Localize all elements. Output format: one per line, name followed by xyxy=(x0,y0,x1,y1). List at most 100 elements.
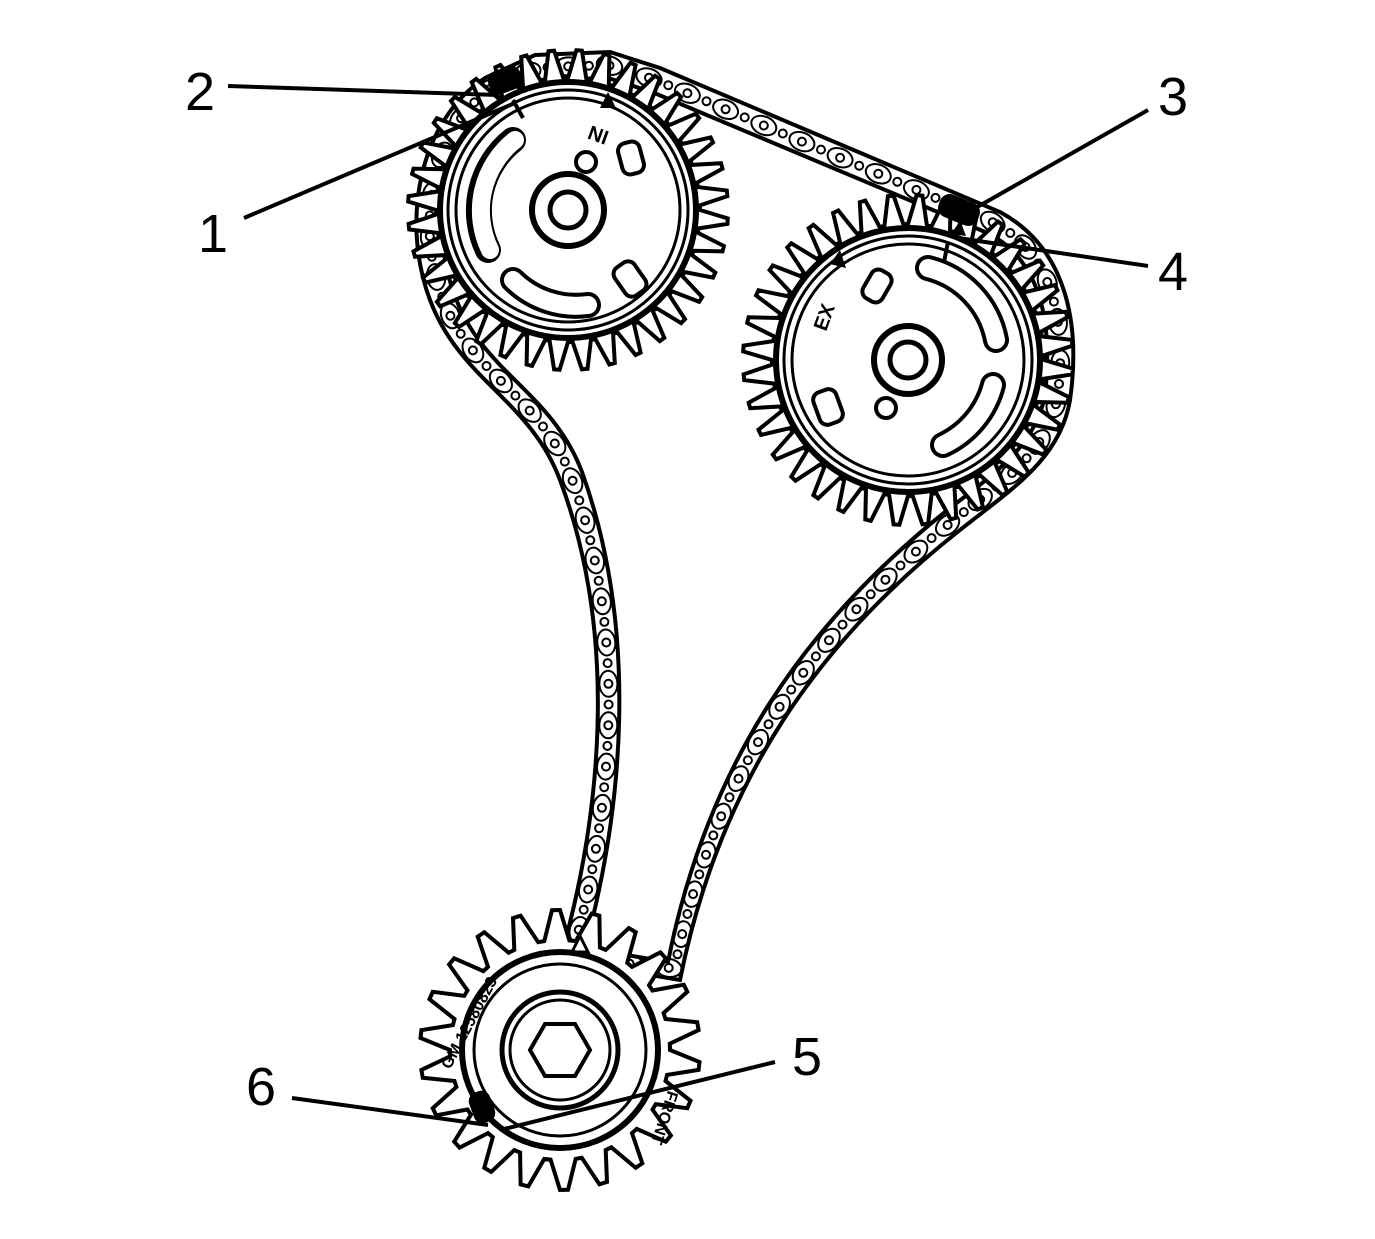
chain-link-plate xyxy=(903,539,929,564)
chain-link-plate xyxy=(561,467,584,495)
chain-link-pin xyxy=(865,589,876,600)
chain-link-pin xyxy=(739,112,750,123)
chain-link-pin xyxy=(708,830,719,841)
chain-link-pin xyxy=(810,651,821,662)
chain-link-pin xyxy=(549,438,560,449)
chain-link-pin xyxy=(596,596,607,607)
chain-link-pin xyxy=(758,120,769,131)
chain-link-pin xyxy=(602,658,613,669)
chain-link-pin xyxy=(602,740,613,751)
chain-link-pin xyxy=(524,405,535,416)
chain-link-plate xyxy=(817,627,841,653)
chain-link-pin xyxy=(596,802,607,813)
leader-line-4 xyxy=(957,236,1149,268)
chain-link-pin xyxy=(837,619,848,630)
chain-link-pin xyxy=(701,96,712,107)
chain-link-plate xyxy=(746,728,770,756)
chain-link-plate xyxy=(844,596,869,622)
colored-link-exhaust xyxy=(938,194,980,226)
chain-link-pin xyxy=(590,843,601,854)
chain-link-pin xyxy=(895,560,906,571)
chain-link-plate xyxy=(727,765,750,792)
chain-link-pin xyxy=(796,136,807,147)
chain-link-pin xyxy=(587,864,598,875)
chain-link-pin xyxy=(911,184,922,195)
chain-link-pin xyxy=(910,546,921,557)
chain-link-plate xyxy=(710,802,732,830)
chain-link-plate xyxy=(695,841,717,869)
chain-link-plate xyxy=(791,660,815,686)
chain-link-pin xyxy=(677,929,688,940)
callout-5: 5 xyxy=(792,1027,822,1087)
chain-link-pin xyxy=(816,144,826,155)
crankshaft-sprocket: GM 12580823 FRONT xyxy=(418,907,702,1193)
chain-link-pin xyxy=(445,310,456,321)
chain-link-pin xyxy=(733,773,744,784)
chain-link-pin xyxy=(786,684,797,695)
chain-link-plate xyxy=(864,163,892,185)
callout-labels: 1 2 3 4 5 6 xyxy=(185,62,1188,1117)
chain-link-plate xyxy=(591,587,612,616)
chain-link-pin xyxy=(510,390,521,401)
chain-link-plate xyxy=(902,179,930,201)
leader-line-3 xyxy=(971,108,1149,212)
colored-link-intake xyxy=(487,65,523,95)
chain-link-plate xyxy=(543,430,567,457)
intake-camshaft-sprocket: IN xyxy=(406,48,730,372)
chain-link-pin xyxy=(603,678,614,689)
chain-link-plate xyxy=(598,669,619,698)
callout-1: 1 xyxy=(198,204,228,264)
chain-link-plate xyxy=(517,398,542,423)
callout-6: 6 xyxy=(246,1057,276,1117)
chain-link-plate xyxy=(712,98,740,121)
chain-link-pin xyxy=(663,80,674,91)
chain-link-pin xyxy=(599,782,610,793)
chain-link-pin xyxy=(538,421,548,432)
chain-link-plate xyxy=(595,752,617,781)
colored-link-crank xyxy=(468,1090,496,1124)
chain-link-pin xyxy=(694,869,705,880)
chain-link-plate xyxy=(577,875,599,904)
chain-link-pin xyxy=(585,535,596,546)
chain-link-pin xyxy=(926,533,937,544)
chain-link-pin xyxy=(880,574,891,585)
chain-link-pin xyxy=(603,699,614,710)
chain-link-pin xyxy=(682,909,693,919)
chain-link-pin xyxy=(578,904,589,915)
chain-link-pin xyxy=(892,176,903,187)
chain-link-plate xyxy=(768,693,791,720)
chain-link-pin xyxy=(930,192,941,203)
chain-link-pin xyxy=(672,949,683,960)
leader-line-2 xyxy=(227,84,499,97)
callout-3: 3 xyxy=(1158,67,1188,127)
chain-link-pin xyxy=(720,104,731,115)
chain-link-pin xyxy=(742,755,753,766)
chain-link-pin xyxy=(599,616,610,627)
colored-timing-links xyxy=(468,65,980,1124)
chain-link-pin xyxy=(1021,453,1032,464)
chain-link-pin xyxy=(1005,228,1016,238)
chain-link-pin xyxy=(835,152,846,163)
chain-link-plate xyxy=(673,82,701,104)
leader-line-6 xyxy=(291,1096,489,1127)
chain-link-pin xyxy=(1048,296,1059,307)
chain-link-plate xyxy=(826,146,854,169)
exhaust-camshaft-sprocket: EX xyxy=(741,193,1075,527)
chain-link-pin xyxy=(716,811,727,822)
chain-link-pin xyxy=(601,761,611,772)
chain-link-plate xyxy=(591,793,612,822)
chain-link-pin xyxy=(942,520,953,530)
chain-link-pin xyxy=(580,515,591,526)
chain-link-pin xyxy=(701,849,711,860)
chain-link-pin xyxy=(873,168,884,179)
chain-link-pin xyxy=(467,345,478,356)
chain-link-plate xyxy=(750,114,778,137)
chain-link-pin xyxy=(777,128,788,139)
chain-link-pin xyxy=(594,823,605,834)
callout-4: 4 xyxy=(1158,242,1188,302)
chain-link-plate xyxy=(584,546,606,575)
chain-link-pin xyxy=(559,456,570,467)
chain-link-pin xyxy=(603,720,614,731)
leader-line-5 xyxy=(499,1060,776,1132)
